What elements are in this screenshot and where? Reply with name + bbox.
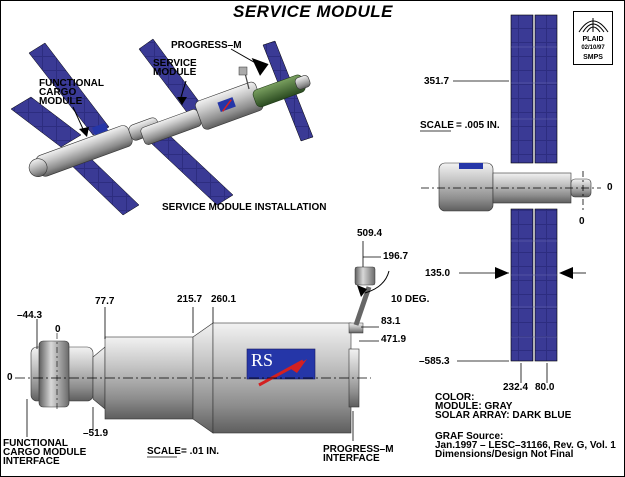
- dim-135-0: 135.0: [425, 268, 451, 279]
- dim-509-4: 509.4: [357, 228, 383, 239]
- scale-label-right: SCALE: [420, 120, 454, 131]
- page-title: SERVICE MODULE: [233, 2, 394, 21]
- solar-array-sm-bottom: [150, 132, 234, 206]
- rs-logo-text: RS: [251, 350, 274, 370]
- zero-below: 0: [579, 216, 585, 227]
- installation-view: [10, 38, 314, 216]
- dim-80-0: 80.0: [535, 382, 555, 393]
- solar-array-lower-right: [534, 208, 558, 362]
- dim-77-7: 77.7: [95, 296, 115, 307]
- label-progress-interface-2: INTERFACE: [323, 453, 380, 464]
- dim-260-1: 260.1: [211, 294, 237, 305]
- label-service-module-2: MODULE: [153, 67, 197, 78]
- zero-left-bottom-view: 0: [7, 372, 13, 383]
- zero-top-bottom-view: 0: [55, 324, 61, 335]
- scale-label-bottom: SCALE: [147, 446, 181, 457]
- side-view: [15, 241, 390, 441]
- end-view: [421, 14, 601, 383]
- label-service-module-1: SERVICE: [153, 58, 197, 69]
- note-color-heading: COLOR:: [435, 392, 475, 403]
- note-source-doc: Jan.1997 – LESC–31166, Rev. G, Vol. 1: [435, 440, 616, 451]
- scale-value-right: = .005 IN.: [456, 120, 500, 131]
- solar-array-fcm-left: [10, 96, 82, 148]
- badge-date: 02/10/97: [581, 45, 605, 51]
- note-color-solar: SOLAR ARRAY: DARK BLUE: [435, 410, 572, 421]
- dim-196-7: 196.7: [383, 251, 409, 262]
- label-progress-interface-1: PROGRESS–M: [323, 444, 394, 455]
- plaid-logo-icon: [578, 18, 609, 33]
- caption-installation: SERVICE MODULE INSTALLATION: [162, 202, 327, 213]
- label-progress-m: PROGRESS–M: [171, 40, 242, 51]
- badge-name: PLAID: [582, 36, 604, 43]
- dim-585-3: –585.3: [419, 356, 450, 367]
- dim-minus-51-9: –51.9: [83, 428, 109, 439]
- label-fcm-interface-2: CARGO MODULE: [3, 447, 87, 458]
- note-source-heading: GRAF Source:: [435, 431, 504, 442]
- label-fcm-interface-3: INTERFACE: [3, 456, 60, 467]
- label-fcm-3: MODULE: [39, 96, 83, 107]
- dim-351-7: 351.7: [424, 76, 450, 87]
- dim-232-4: 232.4: [503, 382, 529, 393]
- solar-array-upper-left: [510, 14, 534, 164]
- dim-minus-44-3: –44.3: [17, 310, 43, 321]
- label-fcm-1: FUNCTIONAL: [39, 78, 104, 89]
- solar-array-fcm-top: [28, 42, 110, 136]
- zero-right: 0: [607, 182, 613, 193]
- label-10-deg: 10 DEG.: [391, 294, 430, 305]
- dim-83-1: 83.1: [381, 316, 401, 327]
- plaid-badge: PLAID 02/10/97 SMPS: [573, 11, 613, 65]
- label-fcm-2: CARGO: [39, 87, 77, 98]
- badge-org: SMPS: [583, 54, 603, 61]
- solar-array-lower-left: [510, 208, 534, 362]
- dim-471-9: 471.9: [381, 334, 407, 345]
- note-color-module: MODULE: GRAY: [435, 401, 513, 412]
- note-source-disclaimer: Dimensions/Design Not Final: [435, 449, 574, 460]
- dim-215-7: 215.7: [177, 294, 203, 305]
- scale-value-bottom: = .01 IN.: [181, 446, 220, 457]
- solar-array-upper-right: [534, 14, 558, 164]
- label-fcm-interface-1: FUNCTIONAL: [3, 438, 68, 449]
